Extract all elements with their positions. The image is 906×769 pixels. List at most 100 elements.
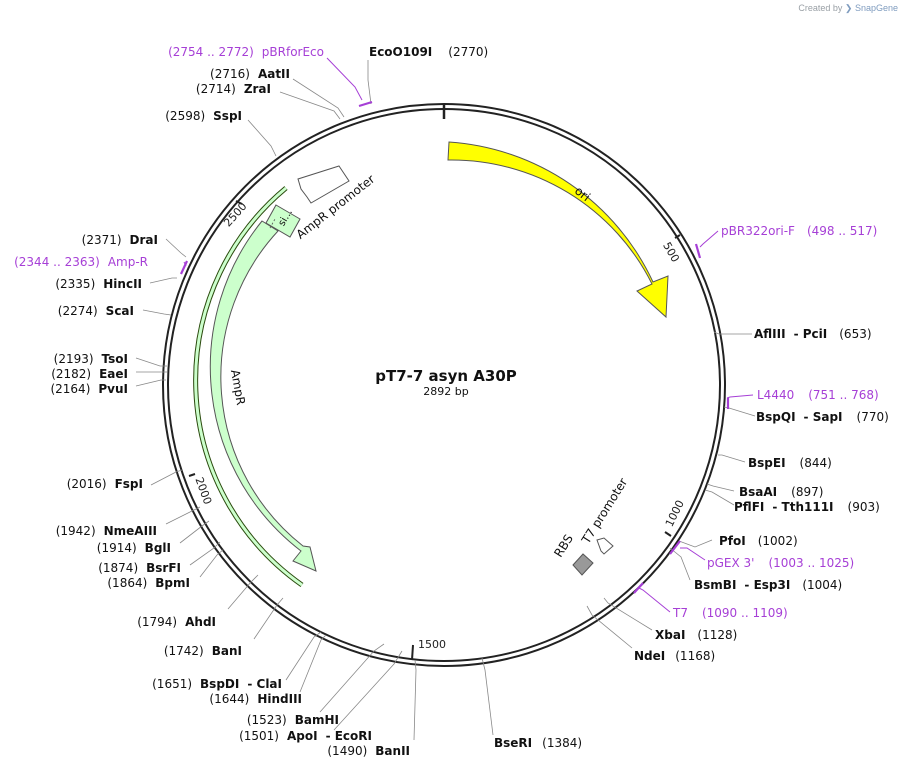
leader-ecoo109i xyxy=(367,60,372,105)
leader-bspei xyxy=(718,454,746,463)
leader-pfoi xyxy=(678,539,713,548)
primer-leader-pbrforeco xyxy=(326,57,363,101)
site-pflfi[interactable]: PflFI- Tth111I(903) xyxy=(734,500,880,514)
site-ahdi[interactable]: (1794)AhdI xyxy=(137,615,216,629)
site-aatii[interactable]: (2716)AatII xyxy=(210,67,290,81)
site-ecoo109i[interactable]: EcoO109I(2770) xyxy=(369,45,488,59)
site-bgli[interactable]: (1914)BglI xyxy=(97,541,171,555)
primer-leader-l4440 xyxy=(726,394,754,399)
credit-brand: SnapGene xyxy=(854,3,898,13)
feature-ampr-promoter[interactable]: AmpR promoter xyxy=(294,165,378,242)
leader-pvui xyxy=(135,379,166,387)
leader-apoi xyxy=(333,650,403,731)
site-bsrfi[interactable]: (1874)BsrFI xyxy=(98,561,181,575)
leader-fspi xyxy=(150,469,183,486)
site-bsaai[interactable]: BsaAI(897) xyxy=(739,485,823,499)
tick-2500: 2500 xyxy=(221,200,249,230)
primer-mark-t7 xyxy=(633,582,644,594)
tick-label-2000: 2000 xyxy=(192,475,214,506)
site-afliii[interactable]: AflIII- PciI(653) xyxy=(754,327,872,341)
plasmid-size: 2892 bp xyxy=(423,385,468,398)
leader-bani xyxy=(253,597,284,640)
site-drai[interactable]: (2371)DraI xyxy=(82,233,158,247)
primer-l4440[interactable]: L4440(751 .. 768) xyxy=(757,388,879,402)
site-bspdi[interactable]: (1651)BspDI- ClaI xyxy=(152,677,282,691)
leader-afliii xyxy=(713,331,752,335)
site-eaei[interactable]: (2182)EaeI xyxy=(51,367,128,381)
leader-tsoi xyxy=(135,357,167,367)
feature-label-rbs: RBS xyxy=(551,532,576,560)
site-sspi[interactable]: (2598)SspI xyxy=(165,109,242,123)
plasmid-name: pT7-7 asyn A30P xyxy=(375,367,517,385)
leader-hincii xyxy=(149,277,177,284)
site-pfoi[interactable]: PfoI(1002) xyxy=(719,534,798,548)
primer-mark-amp-r xyxy=(180,260,188,275)
leader-bsrfi xyxy=(189,541,221,566)
feature-t7-promoter[interactable]: T7 promoter xyxy=(578,476,630,555)
leader-bamhi xyxy=(319,643,385,713)
site-zrai[interactable]: (2714)ZraI xyxy=(196,82,271,96)
leader-pflfi xyxy=(704,489,735,506)
feature-signal[interactable]: si… xyxy=(265,204,301,238)
primer-mark-pbr322ori-f xyxy=(694,243,702,259)
primer-markers xyxy=(180,57,754,613)
tick-1500: 1500 xyxy=(411,638,446,661)
feature-ampr[interactable]: AmpR xyxy=(209,220,317,572)
site-banii[interactable]: (1490)BanII xyxy=(327,744,410,758)
leader-bspdi xyxy=(285,631,322,681)
leader-bgli xyxy=(179,520,210,544)
tick-label-1500: 1500 xyxy=(418,638,446,651)
site-fspi[interactable]: (2016)FspI xyxy=(67,477,143,491)
site-bseri[interactable]: BseRI(1384) xyxy=(494,736,582,750)
site-hindiii[interactable]: (1644)HindIII xyxy=(209,692,302,706)
site-bpmi[interactable]: (1864)BpmI xyxy=(107,576,190,590)
site-apoi[interactable]: (1501)ApoI- EcoRI xyxy=(239,729,372,743)
ampr-track-inner xyxy=(194,186,303,587)
site-bamhi[interactable]: (1523)BamHI xyxy=(247,713,339,727)
leader-scai xyxy=(142,309,172,316)
primer-leader-t7 xyxy=(638,587,671,613)
site-xbai[interactable]: XbaI(1128) xyxy=(655,628,737,642)
feature-label-ampr: AmpR xyxy=(228,368,248,406)
tick-1000: 1000 xyxy=(663,498,687,537)
leader-bpmi xyxy=(199,548,225,578)
primer-leader-pgex3 xyxy=(680,547,706,561)
primer-t7[interactable]: T7(1090 .. 1109) xyxy=(672,606,788,620)
primer-pbrforeco[interactable]: (2754 .. 2772)pBRforEco xyxy=(168,45,324,59)
snapgene-credit: Created by ❯ SnapGene xyxy=(798,3,898,14)
leader-ahdi xyxy=(227,574,259,610)
tick-label-2500: 2500 xyxy=(221,200,249,230)
site-bsmbi[interactable]: BsmBI- Esp3I(1004) xyxy=(694,578,842,592)
leader-aatii xyxy=(292,78,345,118)
site-bspei[interactable]: BspEI(844) xyxy=(748,456,832,470)
primer-pgex3[interactable]: pGEX 3'(1003 .. 1025) xyxy=(707,556,854,570)
primer-mark-pbrforeco xyxy=(358,100,373,108)
leader-xbai xyxy=(603,597,653,631)
site-pvui[interactable]: (2164)PvuI xyxy=(50,382,128,396)
enzyme-leader-lines xyxy=(135,60,756,741)
leader-nmeaiii xyxy=(165,506,201,525)
leader-drai xyxy=(165,238,187,258)
site-ndei[interactable]: NdeI(1168) xyxy=(634,649,715,663)
site-tsoi[interactable]: (2193)TsoI xyxy=(54,352,128,366)
leader-bseri xyxy=(481,657,494,736)
site-bani[interactable]: (1742)BanI xyxy=(164,644,242,658)
site-bspqi[interactable]: BspQI- SapI(770) xyxy=(756,410,889,424)
leader-bsmbi xyxy=(669,547,691,581)
snapgene-logo-icon: ❯ xyxy=(844,3,853,13)
credit-prefix: Created by xyxy=(798,3,843,13)
site-scai[interactable]: (2274)ScaI xyxy=(58,304,134,318)
feature-ori[interactable]: ori xyxy=(447,141,669,319)
primer-amp-r[interactable]: (2344 .. 2363)Amp-R xyxy=(14,255,148,269)
leader-hindiii xyxy=(299,634,327,693)
leader-banii xyxy=(413,659,417,741)
leader-sspi xyxy=(247,119,277,157)
leader-zrai xyxy=(279,91,341,120)
site-nmeaiii[interactable]: (1942)NmeAIII xyxy=(56,524,157,538)
site-hincii[interactable]: (2335)HincII xyxy=(55,277,142,291)
primer-leader-pbr322ori-f xyxy=(699,230,719,248)
feature-label-t7-promoter: T7 promoter xyxy=(578,476,630,547)
primer-pbr322ori-f[interactable]: pBR322ori-F(498 .. 517) xyxy=(721,224,877,238)
primer-mark-pgex3 xyxy=(669,540,681,555)
